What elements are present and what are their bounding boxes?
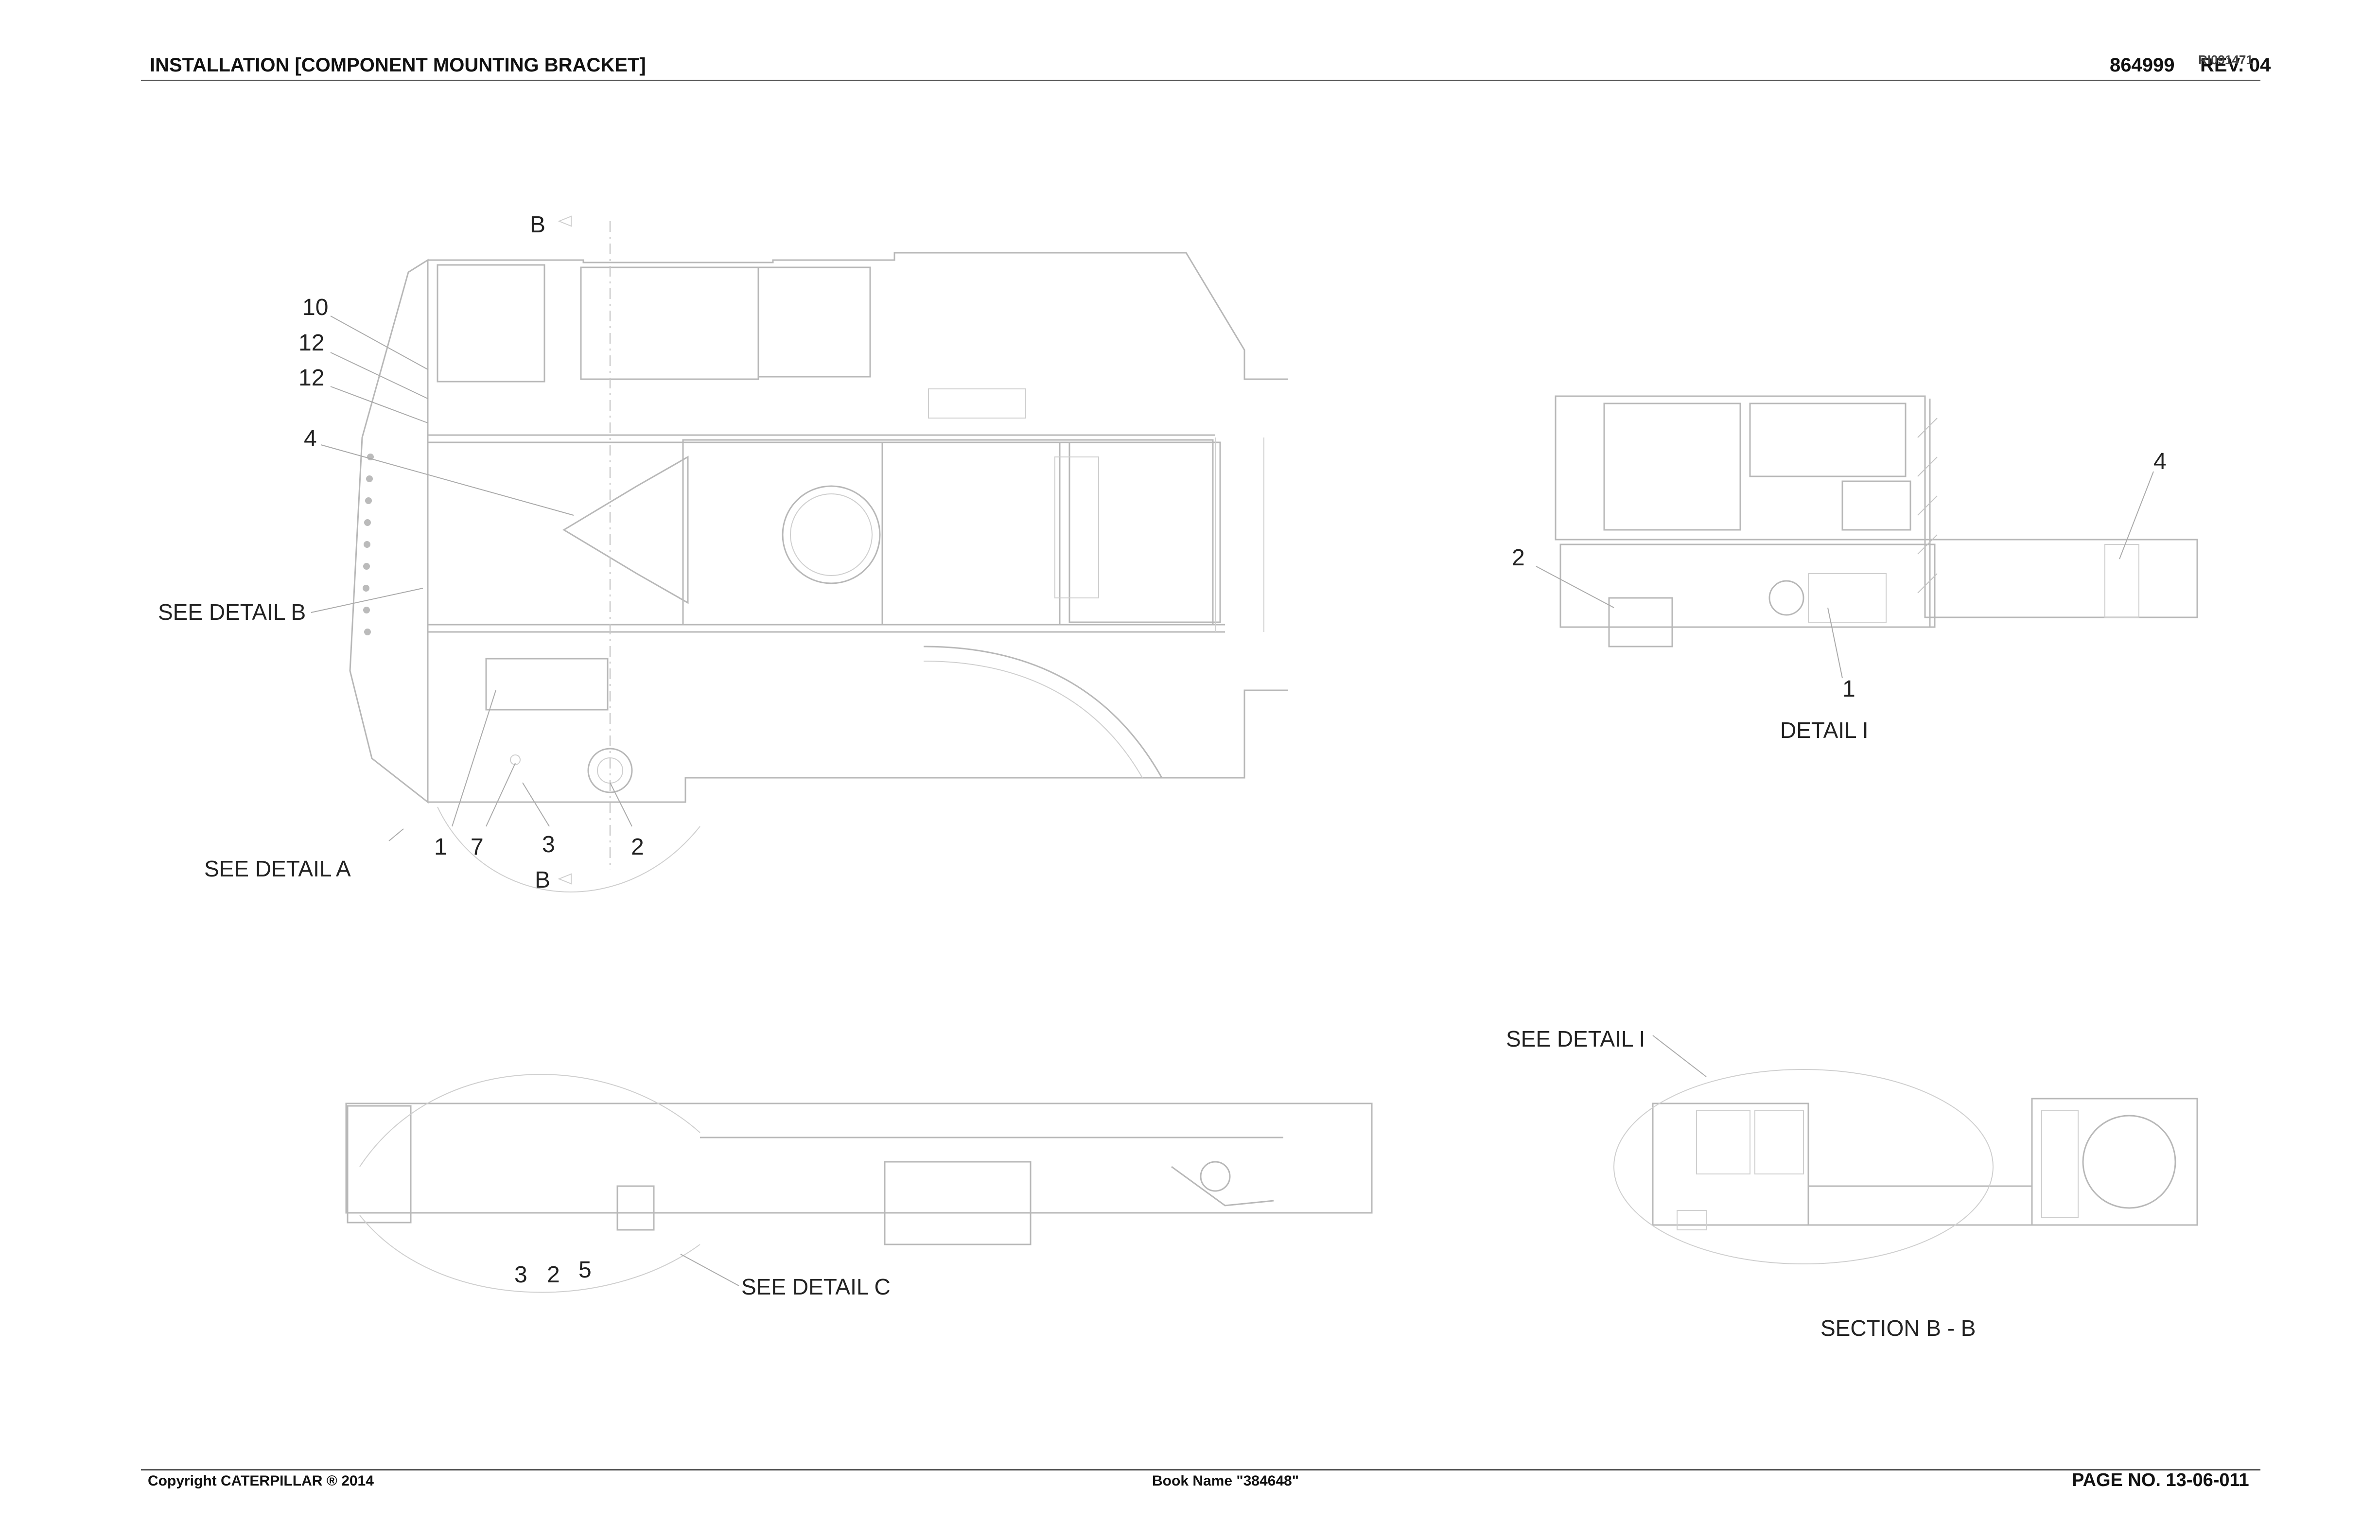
footer-rule xyxy=(141,1469,2260,1470)
callout-2: 2 xyxy=(631,834,644,860)
revision: REV. 04 xyxy=(2200,54,2271,76)
section-bb-title: SECTION B - B xyxy=(1820,1315,1976,1341)
see-detail-c-label: SEE DETAIL C xyxy=(741,1274,891,1299)
see-detail-i-label: SEE DETAIL I xyxy=(1506,1026,1645,1051)
side-callout-3: 3 xyxy=(514,1262,527,1288)
callout-10: 10 xyxy=(302,295,329,320)
book-name: Book Name "384648" xyxy=(1152,1473,1299,1489)
callout-12-lower: 12 xyxy=(298,365,325,391)
callout-7: 7 xyxy=(471,834,484,860)
copyright: Copyright CATERPILLAR ® 2014 xyxy=(148,1473,374,1489)
page-title: INSTALLATION [COMPONENT MOUNTING BRACKET… xyxy=(150,54,646,76)
section-bb-linework xyxy=(1613,1035,2198,1264)
reference-code: RI091471 xyxy=(2198,52,2253,67)
section-marker-top: B xyxy=(530,212,546,238)
see-detail-b-label: SEE DETAIL B xyxy=(158,599,306,625)
callout-12-upper: 12 xyxy=(298,330,325,356)
header-rule xyxy=(141,80,2260,81)
side-callout-2: 2 xyxy=(547,1262,560,1288)
detail-i-callout-1: 1 xyxy=(1842,676,1855,702)
document-number: 864999 xyxy=(2110,54,2175,76)
detail-i-title: DETAIL I xyxy=(1780,718,1869,743)
see-detail-a-label: SEE DETAIL A xyxy=(204,856,351,881)
main-view-linework xyxy=(311,215,1288,892)
side-view-linework xyxy=(345,1074,1373,1293)
detail-i-callout-2: 2 xyxy=(1512,545,1525,571)
page-number: PAGE NO. 13-06-011 xyxy=(2072,1470,2249,1490)
callout-4: 4 xyxy=(304,426,317,452)
callout-1: 1 xyxy=(434,834,447,860)
detail-i-callout-4: 4 xyxy=(2153,449,2167,474)
side-callout-5: 5 xyxy=(578,1257,592,1283)
callout-3: 3 xyxy=(542,832,555,858)
section-marker-bottom: B xyxy=(535,867,551,893)
detail-i-linework xyxy=(1536,395,2198,679)
